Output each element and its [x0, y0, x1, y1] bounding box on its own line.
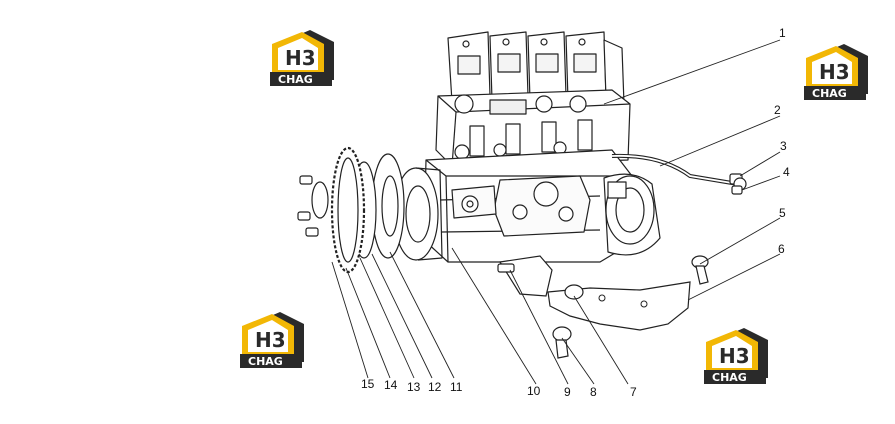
callout-7: 7	[630, 385, 637, 399]
callout-9: 9	[564, 385, 571, 399]
logo-word-text: CHAG	[812, 87, 847, 100]
logo-mark-text: H3	[285, 46, 316, 70]
leader-lines	[331, 39, 781, 385]
mounting-bracket	[547, 281, 691, 331]
brand-logo-top-right: H3 CHAG	[804, 44, 868, 100]
logo-word-text: CHAG	[712, 371, 747, 384]
logo-word-text: CHAG	[248, 355, 283, 368]
callout-3: 3	[780, 139, 787, 153]
banjo-bolt	[729, 173, 747, 195]
callout-1: 1	[779, 26, 786, 40]
logo-word-text: CHAG	[278, 73, 313, 86]
brand-logo-bottom-left: H3 CHAG	[240, 312, 304, 368]
callout-14: 14	[384, 378, 398, 392]
logo-mark-text: H3	[819, 60, 850, 84]
support-bracket-bolts	[497, 255, 584, 359]
logo-mark-text: H3	[719, 344, 750, 368]
callout-labels: 1 2 3 4 5 6 7 8 9 10 11 12 13 14 15	[361, 26, 790, 399]
callout-12: 12	[428, 380, 442, 394]
brand-logo-bottom-right: H3 CHAG	[704, 328, 768, 384]
callout-13: 13	[407, 380, 421, 394]
callout-15: 15	[361, 377, 375, 391]
bolt-5	[691, 255, 709, 285]
callout-5: 5	[779, 206, 786, 220]
callout-8: 8	[590, 385, 597, 399]
callout-11: 11	[450, 380, 463, 394]
callout-6: 6	[778, 242, 785, 256]
callout-10: 10	[527, 384, 541, 398]
drive-gear-assembly	[297, 146, 405, 274]
solenoid-blocks	[447, 31, 625, 105]
fuel-injection-pump-drawing	[393, 31, 661, 263]
brand-logo-top-left: H3 CHAG	[270, 30, 334, 86]
logo-mark-text: H3	[255, 328, 286, 352]
callout-4: 4	[783, 165, 790, 179]
callout-2: 2	[774, 103, 781, 117]
